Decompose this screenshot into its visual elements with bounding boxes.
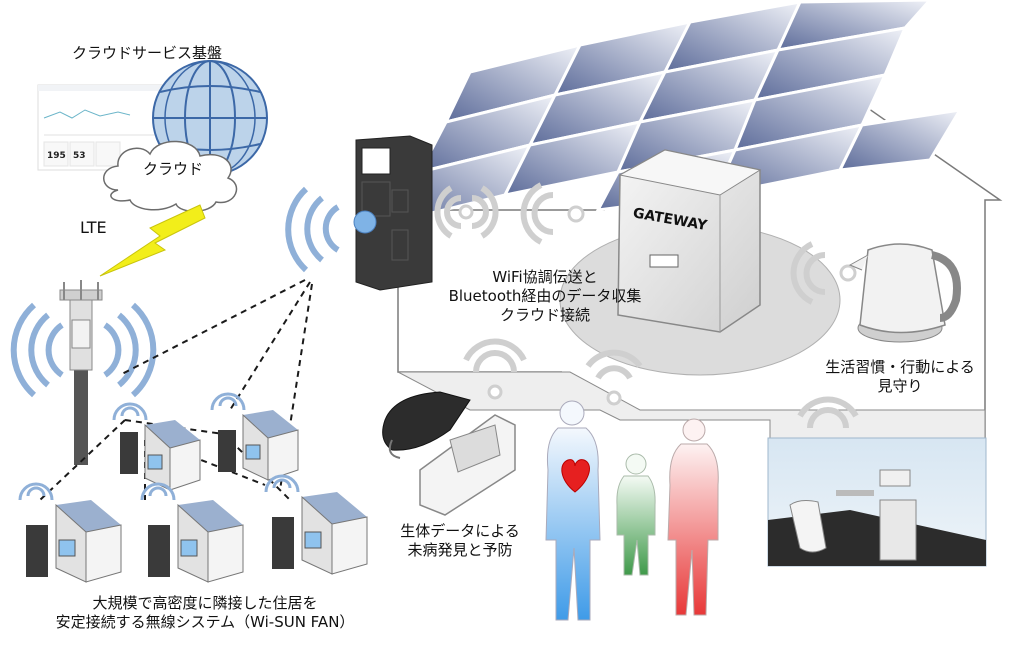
solar-panel-array [392,0,963,225]
small-house-4 [140,482,244,583]
lifestyle-caption: 生活習慣・行動による 見守り [805,358,995,396]
lifestyle-caption-line-1: 生活習慣・行動による [825,358,975,376]
wifi-caption-line-1: WiFi協調伝送と [492,268,598,286]
cell-tower-wifi-waves [10,302,157,398]
small-house-2 [210,392,299,481]
biodata-caption-line-2: 未病発見と予防 [407,540,513,559]
lightning-bolt-icon [99,204,206,277]
wifi-dots [458,204,857,453]
cloud-service-platform-label: クラウドサービス基盤 [72,44,223,62]
lifestyle-caption-line-2: 見守り [877,376,923,395]
wisun-caption-line-2: 安定接続する無線システム（Wi-SUN FAN） [55,612,355,631]
wifi-caption-line-3: クラウド接続 [499,305,590,324]
person-red [667,418,719,616]
small-house-1 [112,402,201,491]
smart-meter-wifi-waves [285,186,340,273]
lte-label: LTE [80,218,107,237]
wifi-waves-interior [434,182,859,429]
person-blue [545,400,601,621]
wisun-caption-line-1: 大規模で高密度に隣接した住居を [92,594,318,612]
dashboard-value-1: 195 [47,151,66,161]
blood-pressure-monitor [382,391,516,516]
wifi-collection-caption: WiFi協調伝送と Bluetooth経由のデータ収集 クラウド接続 [425,268,665,324]
wifi-caption-line-2: Bluetooth経由のデータ収集 [448,286,642,305]
cell-tower [59,280,103,465]
biodata-caption-line-1: 生体データによる [400,522,520,540]
wisun-caption: 大規模で高密度に隣接した住居を 安定接続する無線システム（Wi-SUN FAN） [30,594,380,632]
small-house-3 [18,482,122,583]
electric-kettle [848,243,961,343]
cloud-icon [103,140,238,212]
gateway-device [617,149,762,333]
cloud-label: クラウド [143,160,204,178]
small-house-5 [264,474,368,575]
biodata-caption: 生体データによる 未病発見と予防 [385,522,535,560]
heart-icon [561,459,590,493]
dashboard-value-2: 53 [73,151,86,161]
person-green [616,453,656,576]
bathroom-scene [767,437,987,567]
smart-meter [353,135,433,291]
